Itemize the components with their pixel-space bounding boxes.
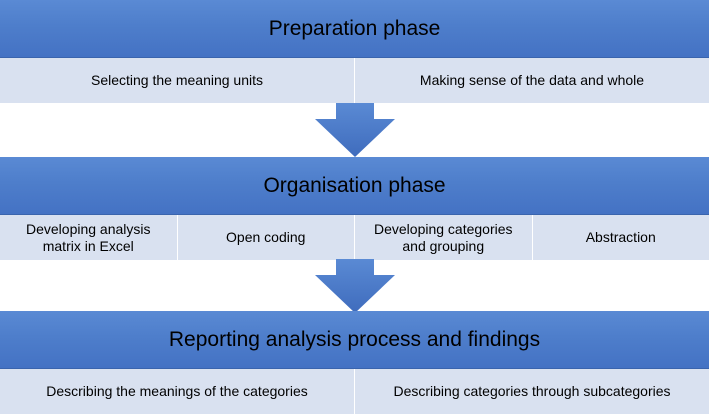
phase-items: Selecting the meaning units Making sense… bbox=[0, 58, 709, 103]
down-arrow-shape bbox=[314, 103, 395, 157]
down-arrow-icon bbox=[0, 259, 709, 313]
phase-item: Describing categories through subcategor… bbox=[355, 369, 709, 414]
phase-header: Reporting analysis process and findings bbox=[0, 311, 709, 369]
phase-items: Describing the meanings of the categorie… bbox=[0, 369, 709, 414]
phase-item: Making sense of the data and whole bbox=[355, 58, 709, 103]
down-arrow-icon bbox=[0, 103, 709, 157]
phase-items: Developing analysis matrix in Excel Open… bbox=[0, 215, 709, 260]
organisation-phase: Organisation phase Developing analysis m… bbox=[0, 157, 709, 260]
phase-item: Describing the meanings of the categorie… bbox=[0, 369, 355, 414]
down-arrow-shape bbox=[314, 259, 395, 313]
phase-item: Abstraction bbox=[532, 215, 709, 260]
phase-item: Developing analysis matrix in Excel bbox=[0, 215, 178, 260]
phase-item: Selecting the meaning units bbox=[0, 58, 355, 103]
phase-header: Organisation phase bbox=[0, 157, 709, 215]
preparation-phase: Preparation phase Selecting the meaning … bbox=[0, 0, 709, 103]
phase-header: Preparation phase bbox=[0, 0, 709, 58]
reporting-phase: Reporting analysis process and findings … bbox=[0, 311, 709, 414]
phase-item: Open coding bbox=[177, 215, 355, 260]
phase-item: Developing categories and grouping bbox=[355, 215, 533, 260]
